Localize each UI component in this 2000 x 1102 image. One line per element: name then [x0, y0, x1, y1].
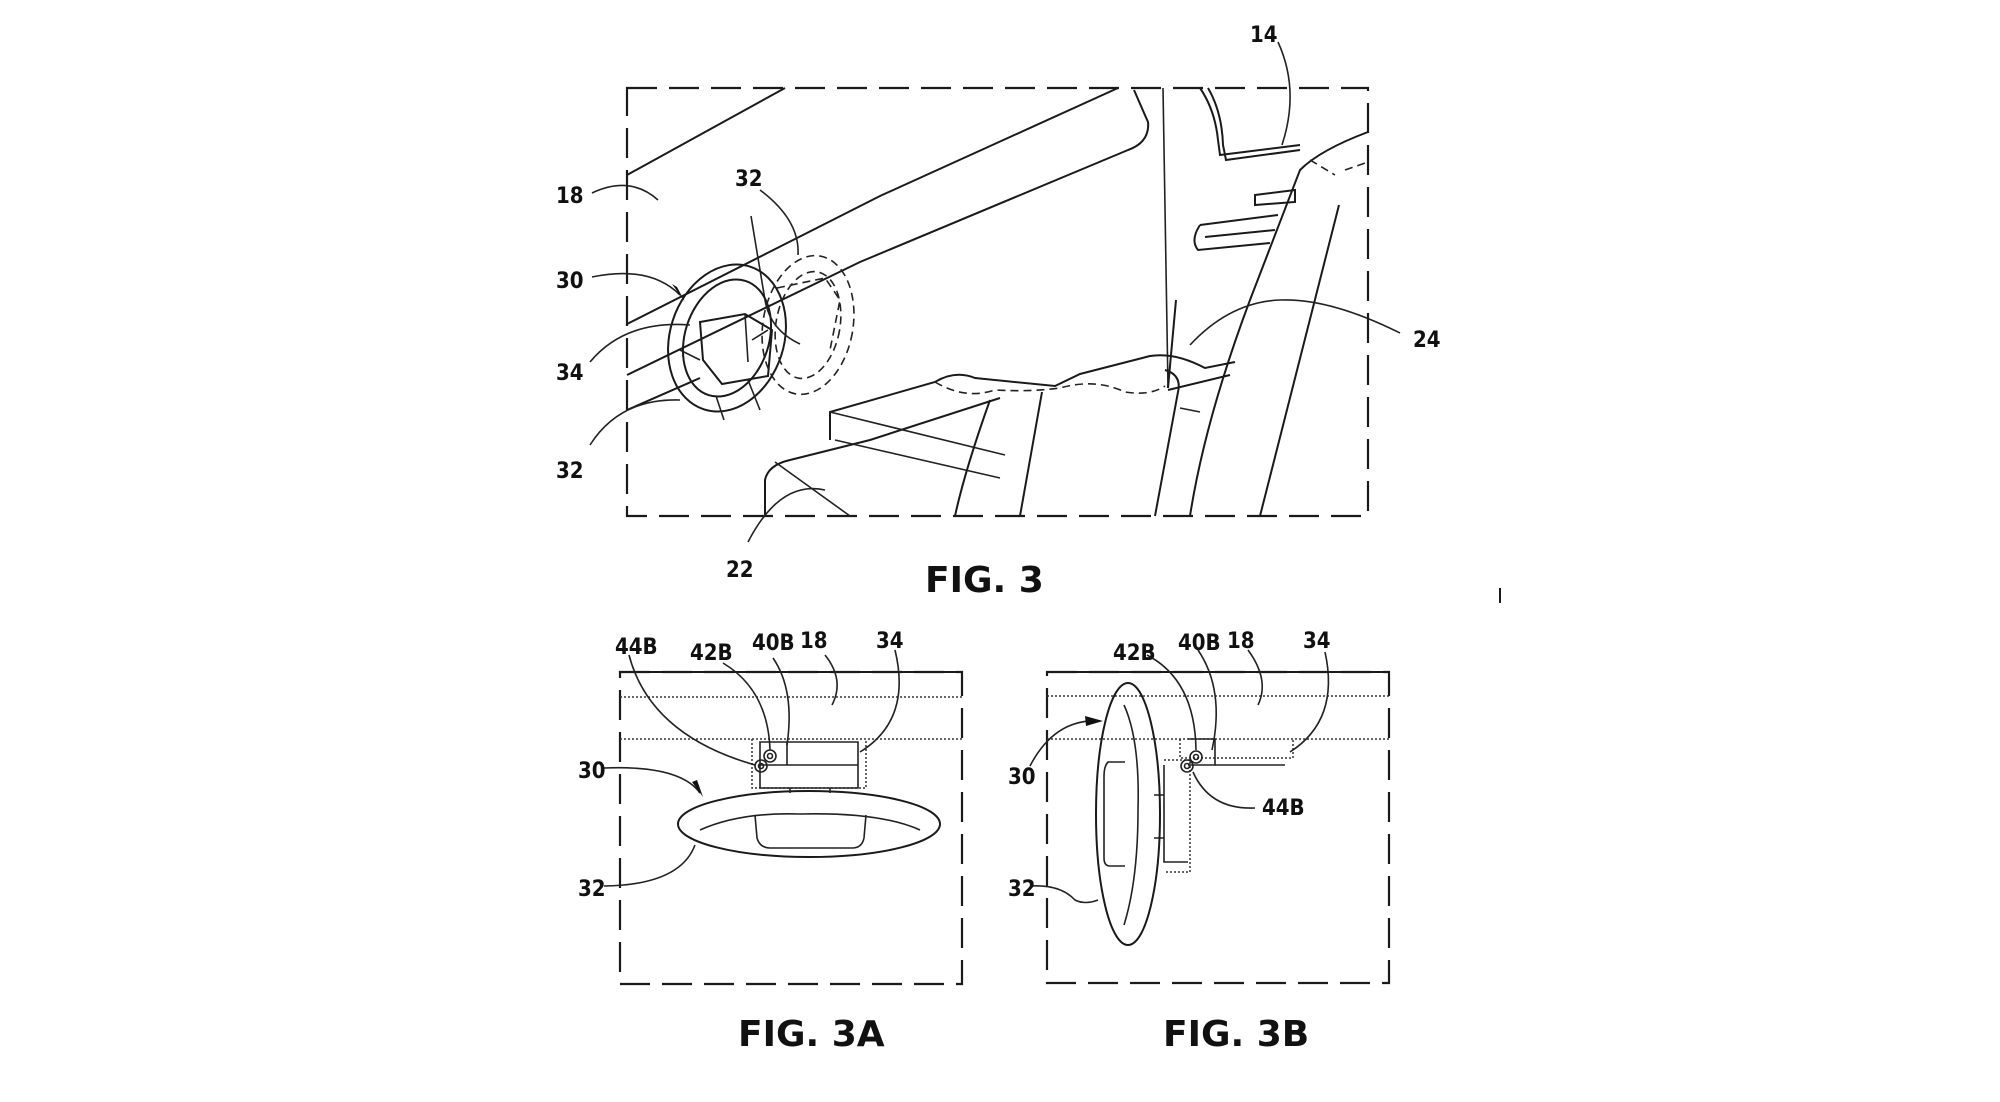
- arrowhead-30-3a: [692, 780, 703, 797]
- fig3-display-34: [698, 312, 774, 386]
- leader-34-3b: [1289, 651, 1330, 753]
- fig3b-caption: FIG. 3B: [1163, 1014, 1309, 1055]
- leader-24: [1189, 299, 1401, 346]
- label-44b-3a: 44B: [615, 635, 658, 660]
- fig3-stowed-steering-wheel: [761, 254, 855, 396]
- fig3-seat-back-left: [954, 399, 991, 517]
- leader-18-3a: [824, 654, 838, 706]
- arrowhead-30: [672, 284, 685, 302]
- leader-18-3b: [1247, 649, 1264, 706]
- fig3-cushion-fold: [934, 381, 1166, 395]
- fig3-dash-upper-line: [626, 87, 1119, 325]
- leader-30-3b: [1029, 720, 1101, 767]
- fig3b-hub: [1103, 761, 1125, 867]
- label-24: 24: [1413, 328, 1441, 353]
- label-40b-3b: 40B: [1178, 631, 1221, 656]
- leader-34-3a: [859, 649, 900, 753]
- leader-32-bottom: [589, 399, 681, 446]
- leader-32-3b: [1029, 884, 1099, 904]
- fig3-seat-back-mid: [1019, 391, 1043, 517]
- leader-22: [747, 487, 826, 543]
- fig3a-frame: [618, 670, 964, 986]
- label-44b-3b: 44B: [1262, 796, 1305, 821]
- fig3-armrest: [1193, 214, 1279, 252]
- fig3a-gear-44b: [754, 759, 768, 773]
- fig3a-steering-wheel: [677, 790, 941, 858]
- fig3b-frame: [1045, 670, 1391, 985]
- label-14: 14: [1250, 23, 1278, 48]
- figure-3: 14 18 32 30 34 32 22 24 FIG. 3: [556, 23, 1441, 601]
- fig3b-steering-wheel: [1095, 682, 1161, 946]
- figure-3a: 44B 42B 40B 18 34 30 32 FIG. 3A: [578, 629, 964, 1055]
- leader-42b-3a: [722, 662, 771, 751]
- arrowhead-30-3b: [1085, 716, 1103, 726]
- leader-32-top: [759, 189, 799, 256]
- label-18: 18: [556, 184, 584, 209]
- fig3a-gear-42b: [763, 749, 777, 763]
- leader-34: [589, 323, 691, 363]
- fig3b-display-housing: [1179, 739, 1294, 759]
- fig3-pillar-line: [1162, 87, 1169, 389]
- fig3-console-side: [829, 411, 1006, 479]
- fig3-dash-top-edge: [626, 87, 786, 176]
- label-30-3a: 30: [578, 759, 606, 784]
- leader-44b-3a: [628, 654, 756, 766]
- label-30: 30: [556, 269, 584, 294]
- leader-18: [591, 184, 659, 201]
- label-30-3b: 30: [1008, 765, 1036, 790]
- fig3-console-top: [829, 354, 1236, 440]
- fig3-headrest: [1309, 159, 1369, 176]
- fig3-caption: FIG. 3: [925, 560, 1044, 601]
- fig3a-hub: [754, 814, 867, 849]
- leader-30: [591, 272, 681, 296]
- fig3b-display-34: [1163, 765, 1188, 863]
- label-18-3b: 18: [1227, 629, 1255, 654]
- leader-30-3a: [603, 766, 701, 794]
- fig3-door-handle: [1254, 188, 1296, 207]
- label-32-bottom: 32: [556, 459, 584, 484]
- fig3-seat-22: [764, 397, 1001, 516]
- leader-40b-3b: [1197, 649, 1217, 751]
- leader-32-3a: [603, 844, 696, 887]
- fig3-seat-24-back: [1189, 131, 1369, 517]
- leader-14: [1277, 41, 1291, 146]
- fig3-seat-24-side: [1259, 204, 1340, 517]
- figure-3b: 42B 40B 18 34 30 44B 32 FIG. 3B: [1008, 629, 1391, 1055]
- fig3b-display-column: [1164, 759, 1191, 873]
- label-32-3b: 32: [1008, 877, 1036, 902]
- leader-42b-3b: [1146, 654, 1197, 751]
- fig3-dash-lower-line: [626, 89, 1150, 376]
- label-34-3a: 34: [876, 629, 904, 654]
- label-42b-3b: 42B: [1113, 641, 1156, 666]
- label-34: 34: [556, 361, 584, 386]
- leader-40b-3a: [772, 657, 790, 746]
- fig3b-gear-44b: [1180, 759, 1194, 773]
- label-42b-3a: 42B: [690, 641, 733, 666]
- fig3-door-trim: [1199, 87, 1301, 162]
- fig3a-caption: FIG. 3A: [738, 1014, 885, 1055]
- fig3b-gear-42b: [1189, 750, 1203, 764]
- label-22: 22: [726, 558, 754, 583]
- fig3-frame: [625, 86, 1370, 518]
- fig3-seat-back-right: [1154, 369, 1180, 517]
- leader-44b-3b: [1192, 771, 1256, 809]
- label-32-top: 32: [735, 167, 763, 192]
- label-18-3a: 18: [800, 629, 828, 654]
- label-32-3a: 32: [578, 877, 606, 902]
- label-34-3b: 34: [1303, 629, 1331, 654]
- label-40b-3a: 40B: [752, 631, 795, 656]
